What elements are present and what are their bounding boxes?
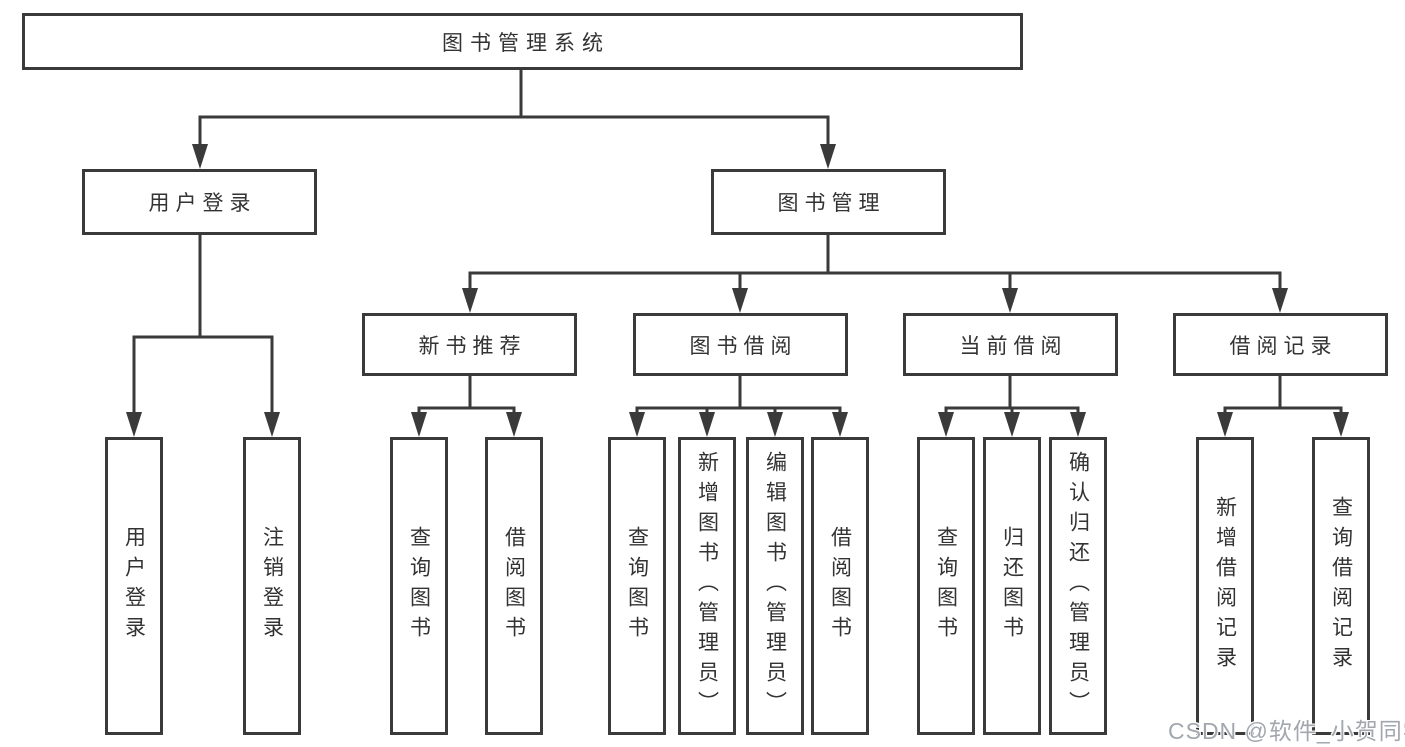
leaf-add-borrow-record: 新增借阅记录 xyxy=(1196,437,1254,735)
leaf-confirm-return-admin: 确认归还（管理员） xyxy=(1049,437,1107,735)
leaf-confirm-return-admin-label: 确认归还（管理员） xyxy=(1066,451,1090,721)
leaf-return-books: 归还图书 xyxy=(983,437,1041,735)
leaf-return-books-label: 归还图书 xyxy=(1000,526,1024,646)
node-current-borrowing: 当前借阅 xyxy=(903,313,1118,376)
leaf-borrowing-query-books: 查询图书 xyxy=(608,437,666,735)
node-new-book-recommendation: 新书推荐 xyxy=(362,313,577,376)
leaf-logout-label: 注销登录 xyxy=(260,526,284,646)
node-new-book-recommendation-label: 新书推荐 xyxy=(418,334,527,358)
leaf-user-login-label: 用户登录 xyxy=(122,526,146,646)
leaf-current-query-books: 查询图书 xyxy=(917,437,975,735)
node-borrowing-records-label: 借阅记录 xyxy=(1229,334,1338,358)
node-root: 图书管理系统 xyxy=(22,13,1023,70)
leaf-query-borrow-record-label: 查询借阅记录 xyxy=(1329,496,1353,676)
leaf-borrowing-query-books-label: 查询图书 xyxy=(625,526,649,646)
node-borrowing-records: 借阅记录 xyxy=(1173,313,1388,376)
leaf-logout: 注销登录 xyxy=(243,437,301,735)
leaf-edit-books-admin-label: 编辑图书（管理员） xyxy=(763,451,787,721)
arrowheads xyxy=(126,144,1349,437)
node-user-login: 用户登录 xyxy=(82,169,317,235)
node-current-borrowing-label: 当前借阅 xyxy=(959,334,1068,358)
leaf-borrowing-borrow-books-label: 借阅图书 xyxy=(828,526,852,646)
leaf-recommend-borrow-books-label: 借阅图书 xyxy=(502,526,526,646)
leaf-recommend-borrow-books: 借阅图书 xyxy=(485,437,543,735)
node-user-login-label: 用户登录 xyxy=(148,192,257,215)
leaf-current-query-books-label: 查询图书 xyxy=(934,526,958,646)
leaf-query-borrow-record: 查询借阅记录 xyxy=(1312,437,1370,735)
leaf-add-books-admin: 新增图书（管理员） xyxy=(678,437,736,735)
node-root-label: 图书管理系统 xyxy=(442,31,610,55)
leaf-add-borrow-record-label: 新增借阅记录 xyxy=(1213,496,1237,676)
leaf-recommend-query-books-label: 查询图书 xyxy=(407,526,431,646)
leaf-borrowing-borrow-books: 借阅图书 xyxy=(811,437,869,735)
leaf-recommend-query-books: 查询图书 xyxy=(390,437,448,735)
node-book-borrowing-label: 图书借阅 xyxy=(689,334,798,358)
node-book-borrowing: 图书借阅 xyxy=(633,313,848,376)
leaf-edit-books-admin: 编辑图书（管理员） xyxy=(746,437,804,735)
leaf-add-books-admin-label: 新增图书（管理员） xyxy=(695,451,719,721)
node-book-management: 图书管理 xyxy=(711,169,946,235)
leaf-user-login: 用户登录 xyxy=(105,437,163,735)
watermark: CSDN @软件_小贺同学 xyxy=(1168,718,1405,744)
node-book-management-label: 图书管理 xyxy=(777,192,886,215)
